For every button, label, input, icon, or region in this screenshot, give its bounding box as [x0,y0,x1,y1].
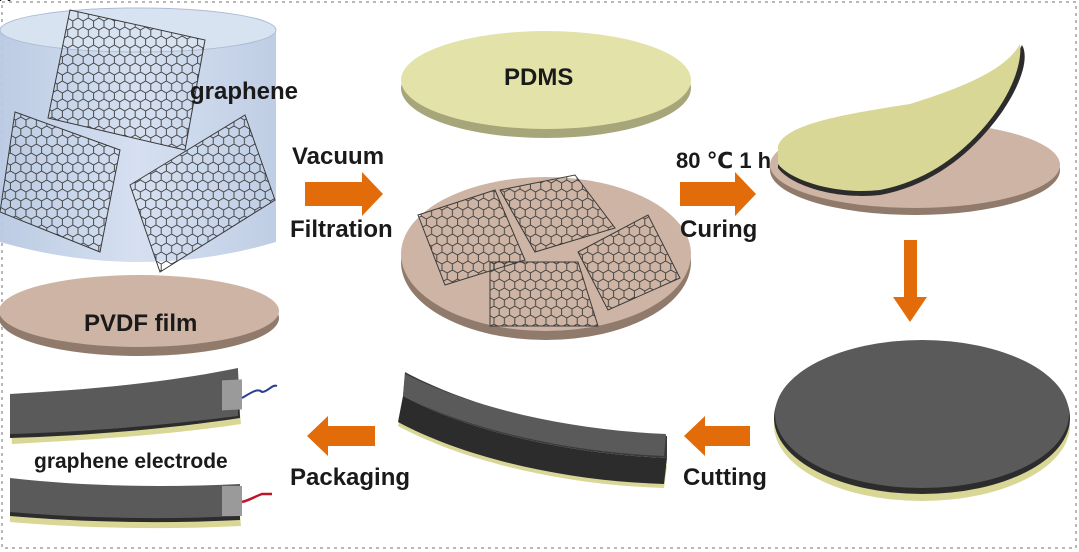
label-packaging: Packaging [290,464,411,491]
graphene-electrode-strip [10,478,272,529]
label-filtration: Filtration [290,216,393,243]
peeled-pdms-disc [770,44,1060,215]
graphene-sheet [499,174,616,253]
right-arrow-icon [305,172,383,216]
label-graphene-electrode: graphene electrode [34,450,228,473]
label-curing-temp: 80 ℃ 1 h [676,148,772,173]
label-pdms: PDMS [504,64,574,91]
pvdf-film-disc [0,275,279,356]
label-vacuum: Vacuum [292,143,385,170]
graphene-sheet [577,214,681,311]
graphene-sheet [129,114,276,273]
graphene-sheet [47,9,206,151]
graphene-sheet [489,261,599,327]
panel-letter: A [0,0,11,4]
cut-strip [398,372,667,488]
pdms-disc [401,31,691,138]
left-arrow-icon [684,416,750,456]
label-curing: Curing [680,216,758,243]
electrode-disc [774,340,1070,501]
label-pvdf-film: PVDF film [84,310,198,337]
graphene-sheet [417,189,526,286]
left-arrow-icon [307,416,375,456]
graphene-electrode-strip [10,368,278,444]
down-arrow-icon [893,240,927,322]
graphene-sheet [0,111,121,253]
label-graphene: graphene [190,78,299,105]
right-arrow-icon [680,172,756,216]
label-cutting: Cutting [683,464,767,491]
